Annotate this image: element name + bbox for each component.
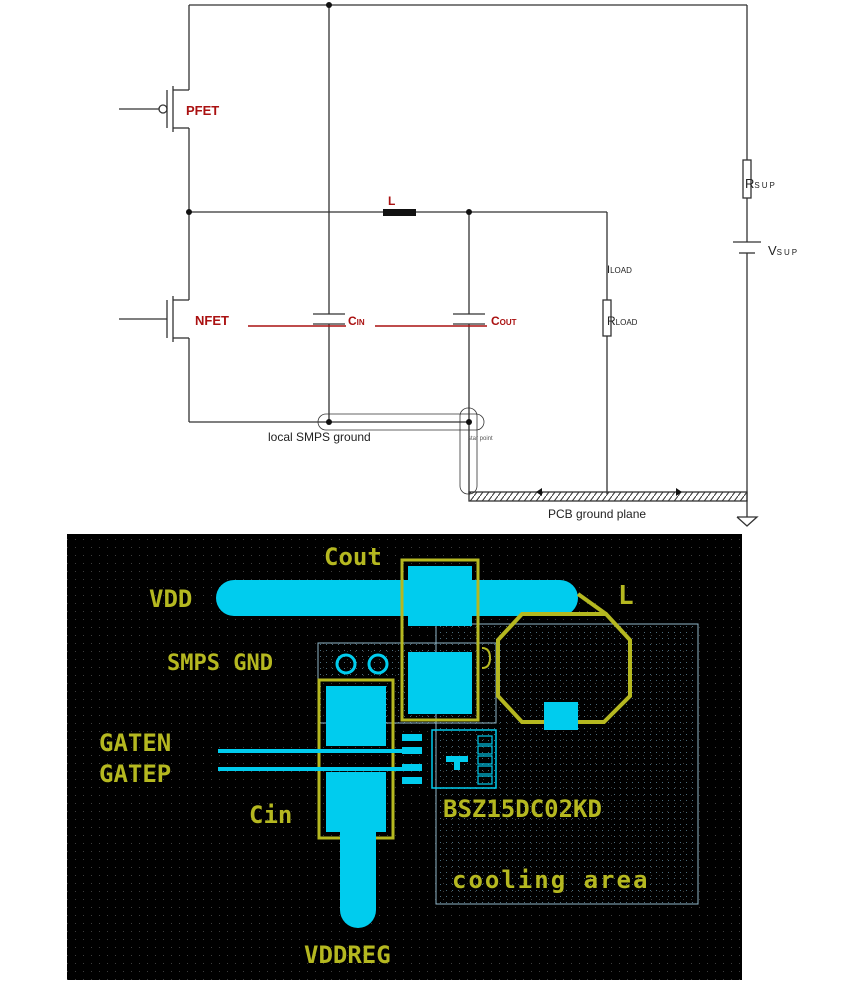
ic-thermal-pad [446, 756, 468, 762]
junction-dots [186, 2, 472, 425]
inductor-lead [576, 592, 608, 616]
vddreg-trace[interactable] [340, 800, 376, 928]
rload-label: RLOAD [607, 314, 638, 328]
pcb-cooling-label: cooling area [452, 866, 649, 894]
pcb-gatep-label: GATEP [99, 760, 171, 788]
pcb-cin-label: Cin [249, 801, 292, 829]
pcb-ground-plane [468, 491, 748, 502]
ic-pad-4[interactable] [402, 777, 422, 784]
cout-pad-bottom[interactable] [408, 652, 472, 714]
inductor-label: L [388, 194, 395, 208]
inductor-footprint [496, 612, 632, 724]
ground-symbol [736, 516, 759, 527]
inductor-pad[interactable] [544, 702, 578, 730]
nfet-label: NFET [195, 313, 229, 328]
cin-label: CIN [348, 314, 365, 328]
pcb-vdd-label: VDD [149, 585, 192, 613]
pcb-smps-gnd-label: SMPS GND [167, 651, 273, 676]
ic-pad-3[interactable] [402, 764, 422, 771]
pcb-gaten-label: GATEN [99, 729, 171, 757]
pfet-label: PFET [186, 103, 219, 118]
inductor-body [383, 209, 416, 216]
local-ground-outline [317, 413, 485, 431]
local-ground-label: local SMPS ground [268, 430, 371, 444]
ic-pad-2[interactable] [402, 747, 422, 754]
cout-pad-top[interactable] [408, 566, 472, 626]
pcb-layout [67, 534, 742, 980]
pcb-cout-label: Cout [324, 543, 382, 571]
pcb-ground-label: PCB ground plane [548, 507, 646, 521]
ic-right-pads [477, 735, 493, 785]
rsup-label: RSUP [745, 176, 777, 191]
cout-outline [400, 558, 480, 722]
pcb-inductor-label: L [618, 581, 634, 611]
ic-outline [431, 729, 497, 789]
arrow-right [676, 488, 682, 496]
star-point-label: star point [468, 436, 493, 442]
pcb-part-label: BSZ15DC02KD [443, 795, 602, 823]
nfet-symbol [119, 296, 189, 342]
cout-label: COUT [491, 314, 517, 328]
ic-pad-1[interactable] [402, 734, 422, 741]
cout-polarity-mark [481, 647, 492, 669]
pcb-vddreg-label: VDDREG [304, 941, 391, 969]
gaten-trace[interactable] [218, 749, 404, 753]
vdd-trace[interactable] [216, 580, 578, 616]
vsup-label: VSUP [768, 243, 799, 258]
gnd-via-2[interactable] [367, 653, 389, 675]
pfet-symbol [119, 86, 189, 132]
star-point-outline [459, 407, 478, 495]
ic-thermal-stem [454, 760, 460, 770]
cin-pad-top[interactable] [326, 686, 386, 746]
arrow-left [536, 488, 542, 496]
iload-label: ILOAD [607, 264, 632, 276]
schematic [119, 4, 761, 527]
gatep-trace[interactable] [218, 767, 404, 771]
gnd-via-1[interactable] [335, 653, 357, 675]
